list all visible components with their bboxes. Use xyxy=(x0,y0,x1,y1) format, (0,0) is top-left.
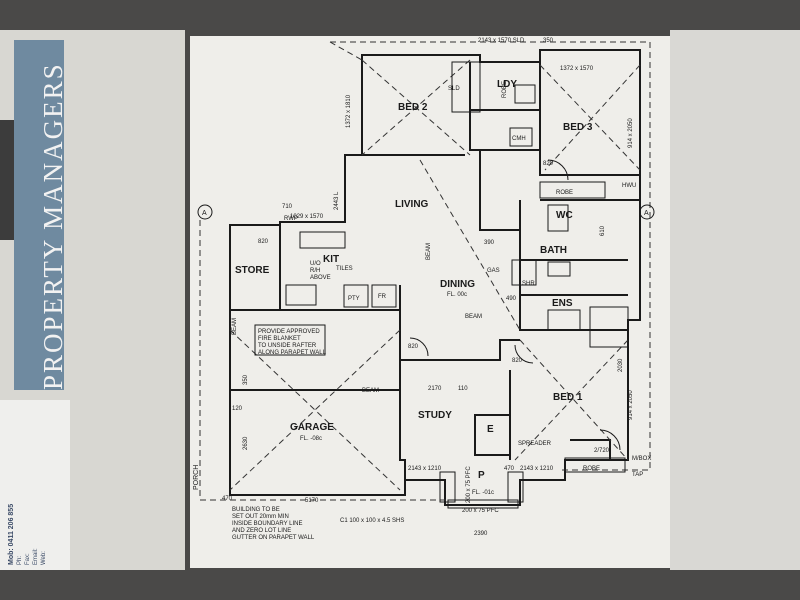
dim-porch-470: 470 xyxy=(222,496,233,502)
room-study-label: STUDY xyxy=(418,410,452,421)
room-living-label: LIVING xyxy=(395,199,429,210)
dim-living-2443: 2443 L xyxy=(334,191,340,210)
garage-floor-level: FL. -08c xyxy=(300,436,322,442)
rwp-label: RWP xyxy=(284,216,298,222)
dim-robe-door: 2/720 xyxy=(594,448,610,454)
spreader-label: SPREADER xyxy=(518,441,552,447)
kitchen-rh-note: R/H xyxy=(310,268,320,274)
dim-bed2-window: 1372 x 1810 xyxy=(346,94,352,128)
fire-blanket-note-1: PROVIDE APPROVED xyxy=(258,329,320,335)
kitchen-above-note: ABOVE xyxy=(310,275,331,281)
dim-study-2170: 2170 xyxy=(428,386,442,392)
porch-floor-level: FL. -01c xyxy=(472,490,494,496)
dim-top-sliding: 2143 x 1570 SLD xyxy=(478,38,525,44)
dim-garage-120: 120 xyxy=(232,406,243,412)
dim-bed1-wall-window: 914 x 2050 xyxy=(628,390,634,420)
fire-blanket-note-2: FIRE BLANKET xyxy=(258,336,301,342)
room-dining-label: DINING xyxy=(440,279,475,290)
dim-window-bed1: 2143 x 1210 xyxy=(520,466,554,472)
dim-top-350: 350 xyxy=(543,38,554,44)
dim-bed3-window: 1372 x 1570 xyxy=(560,66,594,72)
roof-lines xyxy=(199,41,651,501)
robe-bed3-label: ROBE xyxy=(556,190,573,196)
dim-porch-2390: 2390 xyxy=(474,531,488,537)
room-ensuite-label: ENS xyxy=(552,298,573,309)
dim-garage-350: 350 xyxy=(243,374,249,385)
dim-garage-2630: 2630 xyxy=(243,436,249,450)
dim-store-door: 820 xyxy=(258,239,269,245)
contact-card: Mob: 0411 206 855 Ph: Fax: Email: Web: xyxy=(0,400,70,570)
room-garage-label: GARAGE xyxy=(290,422,334,433)
fire-blanket-note-4: ALONG PARAPET WALL xyxy=(258,350,327,356)
dim-390: 390 xyxy=(484,240,495,246)
room-store-label: STORE xyxy=(235,265,270,276)
room-laundry-label: LDY xyxy=(497,79,517,90)
column-spec-note: C1 100 x 100 x 4.5 SHS xyxy=(340,518,404,524)
walls xyxy=(229,49,641,506)
porch-label: PORCH xyxy=(193,465,200,490)
meter-box-label: M/BOX xyxy=(632,456,651,462)
setout-note-5: GUTTER ON PARAPET WALL xyxy=(232,535,315,541)
beam-label-3: BEAM xyxy=(362,388,379,394)
dining-floor-level: FL. 00c xyxy=(447,292,467,298)
room-bed1-label: BED 1 xyxy=(553,392,583,403)
beam-label-2: BEAM xyxy=(465,314,482,320)
setout-note-4: AND ZERO LOT LINE xyxy=(232,528,291,534)
gas-label: GAS xyxy=(487,268,500,274)
tap-label: TAP xyxy=(632,472,643,478)
room-kitchen-label: KIT xyxy=(323,254,339,265)
shower-label: SHR xyxy=(522,281,535,287)
company-logo xyxy=(0,120,14,240)
hwu-label: HWU xyxy=(622,183,636,189)
section-a-left: A xyxy=(202,210,207,217)
setout-note-3: INSIDE BOUNDARY LINE xyxy=(232,521,302,527)
dim-bed3-wall-window: 914 x 2050 xyxy=(628,118,634,148)
dim-bed3-door: 820 xyxy=(543,161,554,167)
setout-note-2: SET OUT 20mm MIN xyxy=(232,514,289,520)
pantry-label: PTY xyxy=(348,296,360,302)
dim-710: 710 xyxy=(282,204,293,210)
fire-blanket-note-3: TO UNSIDE RAFTER xyxy=(258,343,317,349)
fixtures xyxy=(197,61,655,509)
room-bed3-label: BED 3 xyxy=(563,122,593,133)
room-entry-label: E xyxy=(487,424,494,435)
room-wc-label: WC xyxy=(556,210,573,221)
fridge-label: FR xyxy=(378,294,387,300)
beam-spec-note: 200 x 75 PFC xyxy=(462,508,499,514)
robe-laundry-label: ROBE xyxy=(502,81,508,98)
dim-garage-door: 820 xyxy=(408,344,419,350)
room-bath-label: BATH xyxy=(540,245,567,256)
kitchen-tiles-note: TILES xyxy=(336,266,353,272)
dim-610: 610 xyxy=(600,225,606,236)
right-paper-strip xyxy=(670,30,800,570)
room-bed2-label: BED 2 xyxy=(398,102,428,113)
setout-note-1: BUILDING TO BE xyxy=(232,507,280,513)
dim-study-110: 110 xyxy=(458,386,468,392)
sliding-door-label: SLD xyxy=(448,86,460,92)
beam-spec-vertical: 200 x 75 PFC xyxy=(466,466,472,503)
dim-entry-470: 470 xyxy=(504,466,515,472)
cmh-label: CMH xyxy=(512,136,526,142)
dim-490: 490 xyxy=(506,296,517,302)
dim-garage-5170: 5170 xyxy=(305,498,319,504)
dim-bed1-door: 820 xyxy=(512,358,523,364)
beam-label-1: BEAM xyxy=(426,243,432,260)
dim-window-study: 2143 x 1210 xyxy=(408,466,442,472)
company-banner xyxy=(14,40,64,390)
section-a-right: A xyxy=(644,210,649,217)
robe-bed1-label: ROBE xyxy=(583,466,600,472)
kitchen-uo-note: U/O xyxy=(310,261,321,267)
beam-label-4: BEAM xyxy=(232,318,238,335)
dim-kitchen-window: 1029 x 1570 xyxy=(290,214,324,220)
room-porch-p-label: P xyxy=(478,470,485,481)
dim-bed1-2030: 2030 xyxy=(618,358,624,372)
